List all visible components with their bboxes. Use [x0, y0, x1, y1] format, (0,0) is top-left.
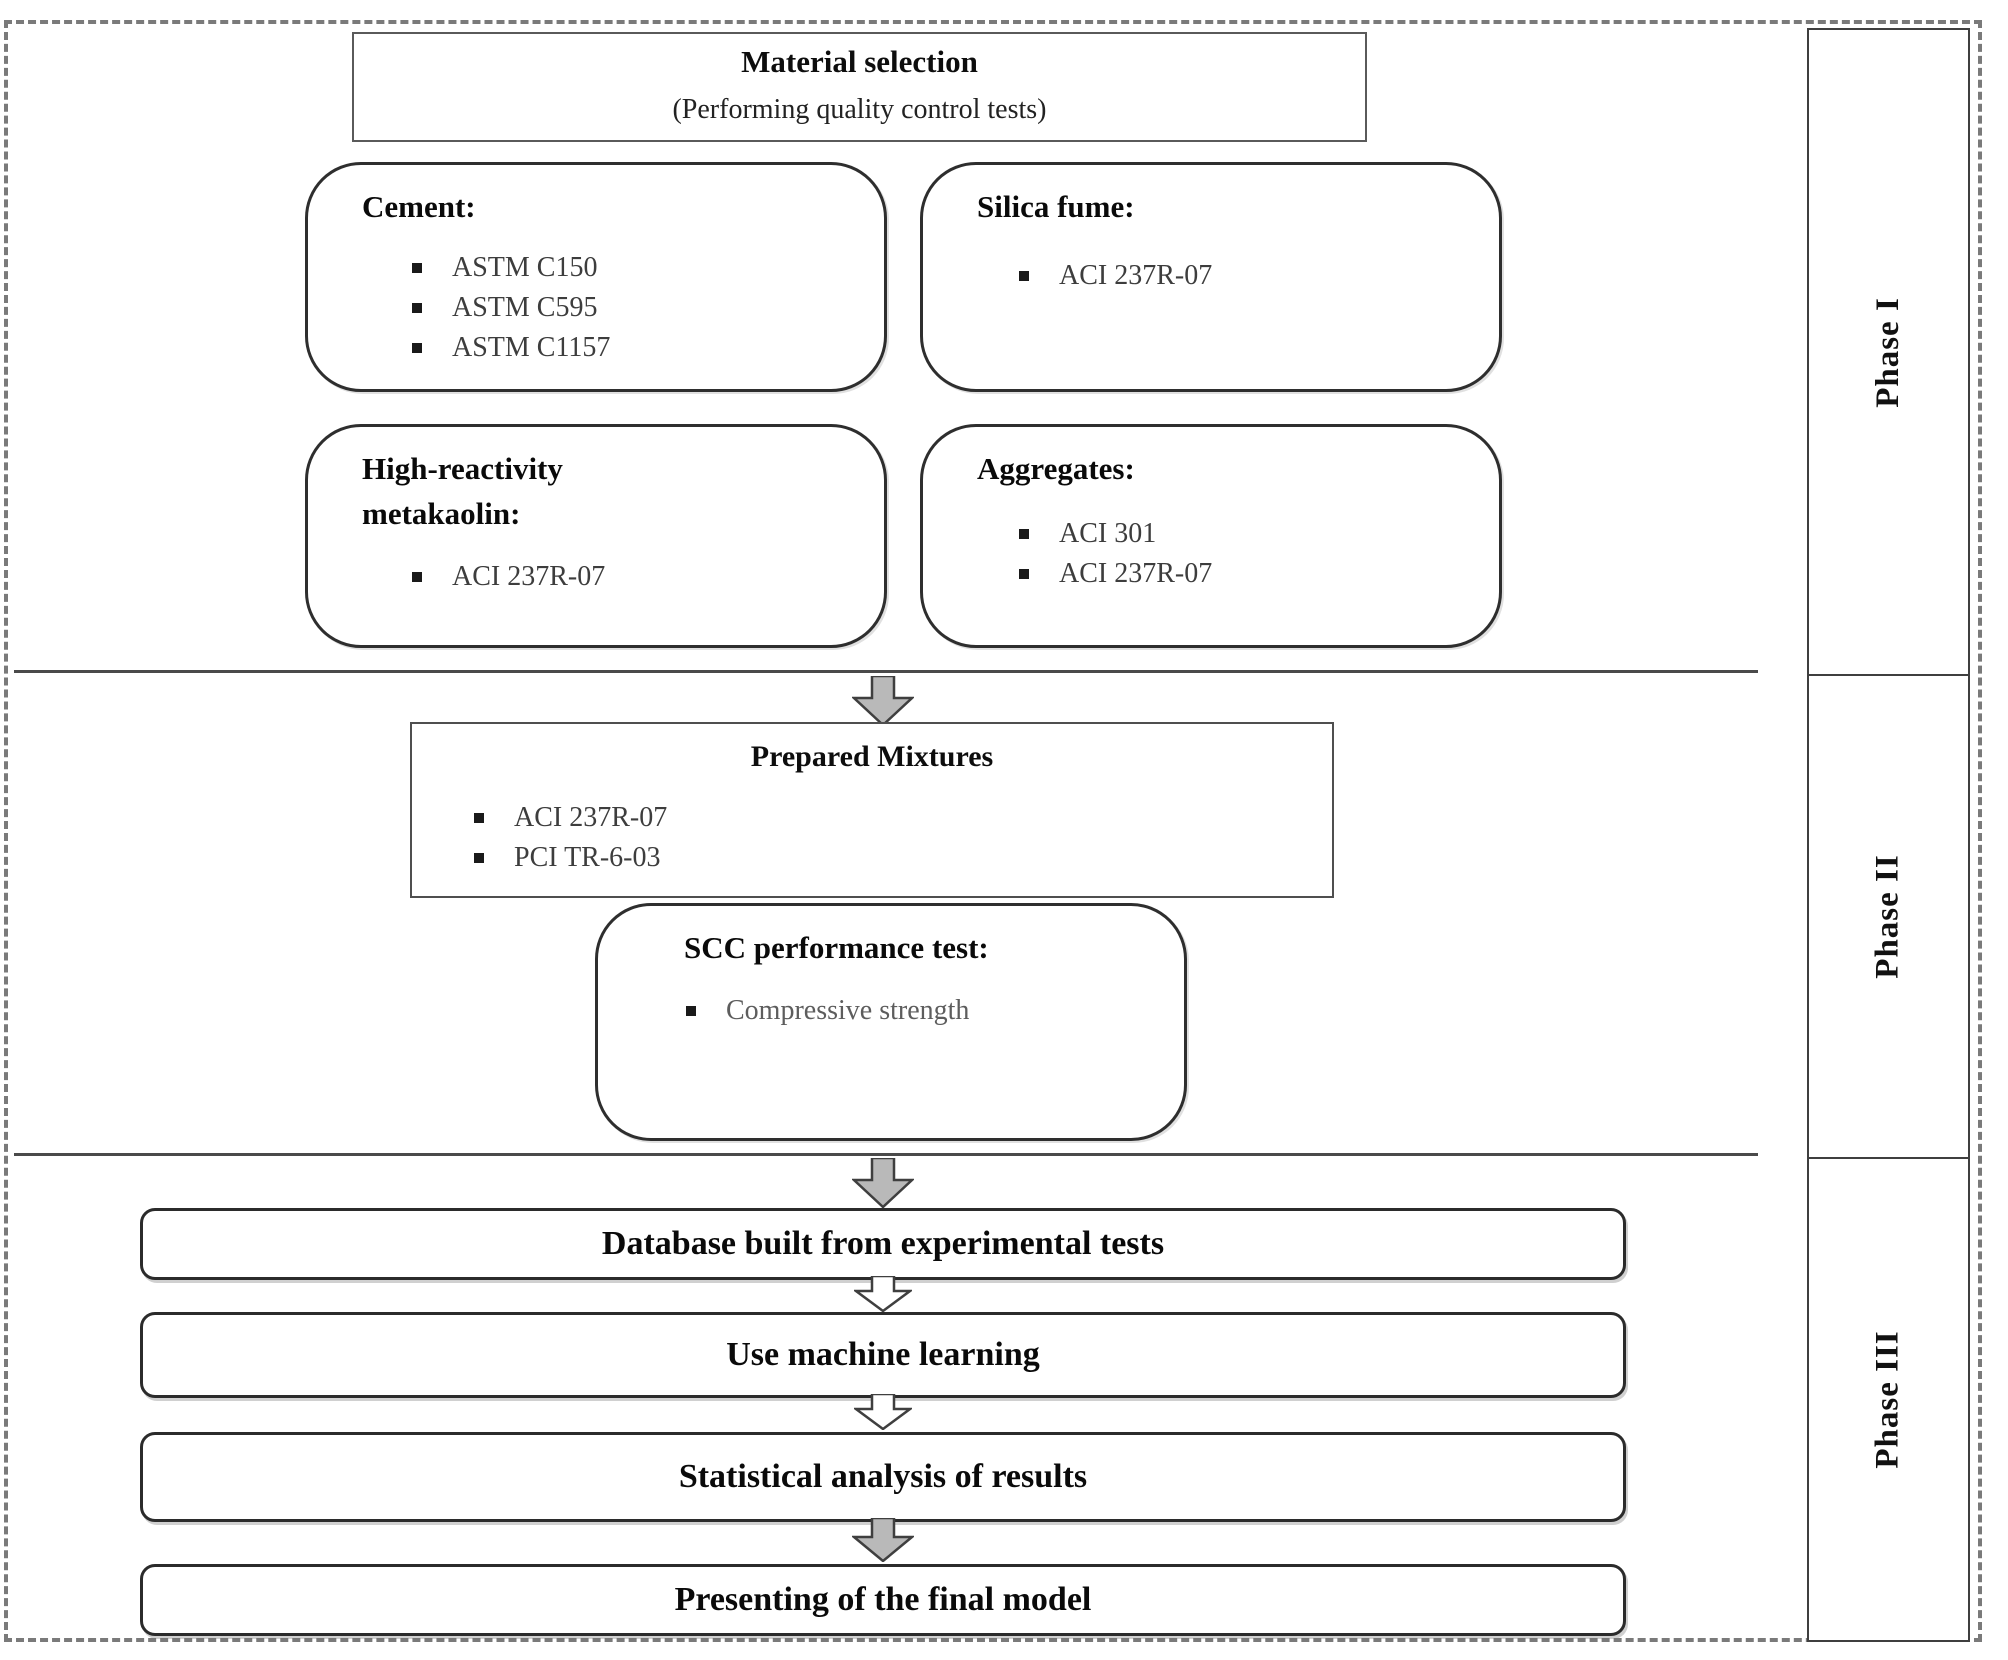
silica-fume-box: Silica fume: ACI 237R-07 — [920, 162, 1502, 392]
material-selection-subtitle: (Performing quality control tests) — [672, 94, 1047, 125]
list-item: PCI TR-6-03 — [474, 838, 1332, 878]
final-model-step-box: Presenting of the final model — [140, 1564, 1626, 1636]
list-item-text: ACI 237R-07 — [1059, 557, 1213, 589]
bullet-square-icon — [412, 262, 422, 273]
bullet-square-icon — [1019, 568, 1029, 579]
phase3-cell: Phase III — [1809, 1157, 1968, 1640]
material-selection-title: Material selection — [741, 44, 978, 79]
bullet-square-icon — [412, 342, 422, 353]
bullet-square-icon — [1019, 270, 1029, 281]
list-item-text: ACI 237R-07 — [452, 560, 606, 592]
cement-title: Cement: — [362, 189, 476, 224]
prepared-mixtures-title: Prepared Mixtures — [750, 740, 994, 773]
step-label: Use machine learning — [726, 1336, 1040, 1373]
list-item-text: ASTM C595 — [452, 291, 598, 323]
outer-dashed-border — [4, 20, 1982, 1642]
down-arrow-icon — [852, 676, 914, 726]
metakaolin-box: High-reactivity metakaolin: ACI 237R-07 — [305, 424, 887, 648]
database-step-box: Database built from experimental tests — [140, 1208, 1626, 1280]
list-item-text: ASTM C150 — [452, 251, 598, 283]
list-item-text: Compressive strength — [726, 994, 970, 1026]
phase2-label: Phase II — [1870, 854, 1906, 979]
bullet-square-icon — [1019, 528, 1029, 539]
material-selection-box: Material selection (Performing quality c… — [352, 32, 1367, 142]
list-item-text: PCI TR-6-03 — [514, 842, 661, 873]
machine-learning-step-box: Use machine learning — [140, 1312, 1626, 1398]
list-item-text: ASTM C1157 — [452, 331, 611, 363]
phase1-cell: Phase I — [1809, 30, 1968, 674]
scc-performance-test-box: SCC performance test: Compressive streng… — [595, 903, 1187, 1141]
list-item: ACI 301 — [1019, 514, 1499, 554]
list-item: ACI 237R-07 — [1019, 554, 1499, 594]
list-item-text: ACI 237R-07 — [514, 802, 668, 833]
step-label: Database built from experimental tests — [601, 1225, 1165, 1262]
list-item: ACI 237R-07 — [412, 557, 884, 597]
statistical-analysis-step-box: Statistical analysis of results — [140, 1432, 1626, 1522]
list-item: ASTM C595 — [412, 288, 884, 328]
list-item: ASTM C1157 — [412, 328, 884, 368]
scc-performance-test-title: SCC performance test: — [684, 930, 989, 965]
phase2-cell: Phase II — [1809, 674, 1968, 1157]
aggregates-box: Aggregates: ACI 301 ACI 237R-07 — [920, 424, 1502, 648]
aggregates-title: Aggregates: — [977, 451, 1135, 486]
list-item-text: ACI 237R-07 — [1059, 259, 1213, 291]
down-arrow-outline-icon — [854, 1276, 912, 1312]
bullet-square-icon — [474, 813, 484, 823]
down-arrow-outline-icon — [854, 1394, 912, 1430]
down-arrow-icon — [852, 1518, 914, 1562]
bullet-square-icon — [686, 1005, 696, 1016]
list-item-text: ACI 301 — [1059, 517, 1157, 549]
phase1-phase2-divider — [14, 670, 1758, 673]
metakaolin-title: High-reactivity metakaolin: — [362, 451, 563, 531]
step-label: Statistical analysis of results — [678, 1458, 1088, 1495]
list-item: Compressive strength — [686, 991, 1184, 1031]
bullet-square-icon — [412, 302, 422, 313]
bullet-square-icon — [412, 571, 422, 582]
phase3-label: Phase III — [1870, 1330, 1906, 1469]
phase-column: Phase I Phase II Phase III — [1807, 28, 1970, 1642]
silica-fume-title: Silica fume: — [977, 189, 1135, 224]
phase2-phase3-divider — [14, 1153, 1758, 1156]
list-item: ASTM C150 — [412, 248, 884, 288]
phase1-label: Phase I — [1870, 296, 1906, 408]
cement-box: Cement: ASTM C150 ASTM C595 ASTM C1157 — [305, 162, 887, 392]
down-arrow-icon — [852, 1158, 914, 1208]
list-item: ACI 237R-07 — [1019, 256, 1499, 296]
bullet-square-icon — [474, 853, 484, 863]
prepared-mixtures-box: Prepared Mixtures ACI 237R-07 PCI TR-6-0… — [410, 722, 1334, 898]
list-item: ACI 237R-07 — [474, 798, 1332, 838]
step-label: Presenting of the final model — [674, 1581, 1092, 1618]
